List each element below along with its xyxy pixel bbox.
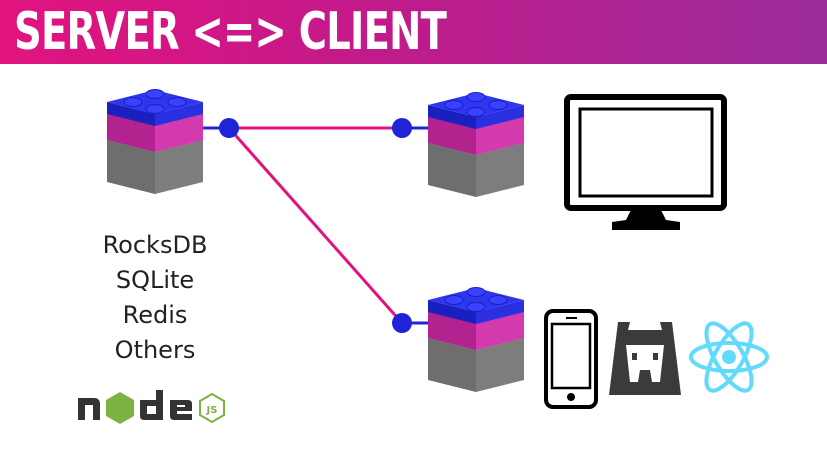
- cordova-icon: [609, 322, 681, 395]
- connector-server-mobile: [227, 127, 404, 324]
- page-title: SERVER <=> CLIENT: [14, 2, 447, 62]
- database-item: Others: [114, 336, 196, 364]
- nodejs-logo-icon: JS: [78, 390, 225, 424]
- connector-lines: [200, 126, 430, 325]
- server-connector-dot: [219, 118, 239, 138]
- database-item: RocksDB: [102, 231, 208, 259]
- svg-text:JS: JS: [206, 405, 218, 416]
- mobile-connector-dot: [392, 313, 412, 333]
- desktop-client-block-icon: [427, 92, 525, 198]
- mobile-client-block-icon: [427, 287, 525, 393]
- react-icon: [689, 321, 769, 393]
- database-item: SQLite: [115, 266, 195, 294]
- server-block-icon: [106, 89, 204, 195]
- smartphone-icon: [544, 309, 598, 409]
- monitor-icon: [564, 94, 727, 230]
- database-list: RocksDB SQLite Redis Others: [80, 228, 230, 368]
- header-banner: SERVER <=> CLIENT: [0, 0, 827, 64]
- database-item: Redis: [122, 301, 188, 329]
- desktop-connector-dot: [392, 118, 412, 138]
